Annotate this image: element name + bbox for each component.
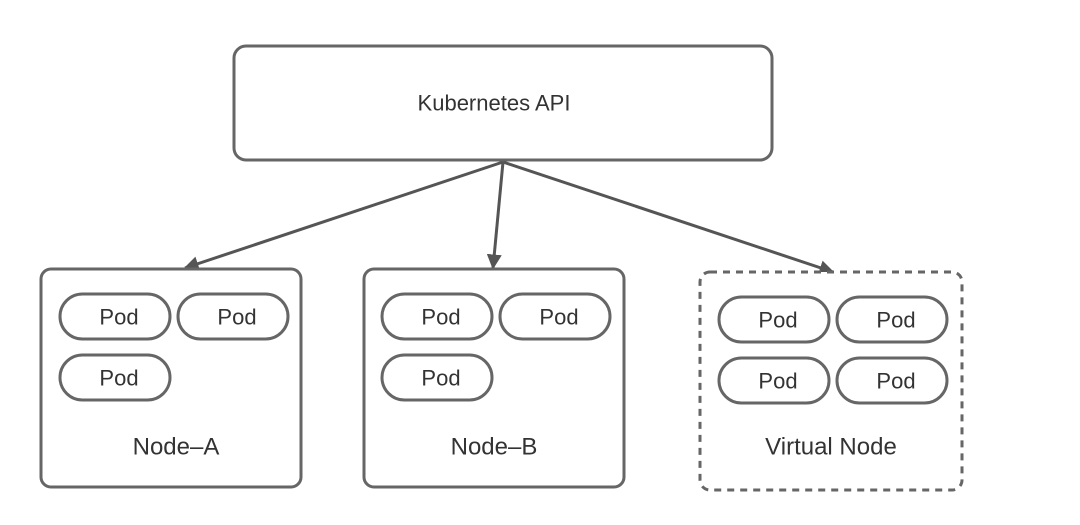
pod: Pod: [380, 353, 494, 402]
pod-label: Pod: [876, 308, 915, 333]
virtual-node: Pod Pod Pod Pod Virtual Node: [698, 270, 964, 492]
pod-label: Pod: [421, 305, 460, 330]
pod-label: Pod: [217, 305, 256, 330]
pod-label: Pod: [99, 366, 138, 391]
pod: Pod: [498, 292, 612, 341]
pod: Pod: [176, 292, 290, 341]
node-b: Pod Pod Pod Node–B: [362, 267, 626, 489]
pod-label: Pod: [539, 305, 578, 330]
pod: Pod: [717, 356, 831, 405]
arrow-to-node-a: [183, 160, 504, 271]
pod: Pod: [717, 295, 831, 344]
node-b-label: Node–B: [451, 434, 538, 461]
pod-label: Pod: [99, 305, 138, 330]
pod: Pod: [835, 356, 949, 405]
pod: Pod: [58, 292, 172, 341]
pod-label: Pod: [876, 369, 915, 394]
kubernetes-api-label: Kubernetes API: [418, 91, 571, 116]
pod: Pod: [58, 353, 172, 402]
arrow-to-node-b: [486, 161, 505, 270]
kubernetes-api-box: Kubernetes API: [232, 44, 774, 162]
node-a: Pod Pod Pod Node–A: [39, 267, 303, 489]
virtual-node-label: Virtual Node: [765, 434, 897, 461]
arrows: [183, 160, 835, 275]
arrow-to-virtual-node: [502, 160, 835, 275]
node-a-label: Node–A: [133, 434, 220, 461]
pod-label: Pod: [758, 308, 797, 333]
pod: Pod: [380, 292, 494, 341]
pod-label: Pod: [758, 369, 797, 394]
pod: Pod: [835, 295, 949, 344]
pod-label: Pod: [421, 366, 460, 391]
